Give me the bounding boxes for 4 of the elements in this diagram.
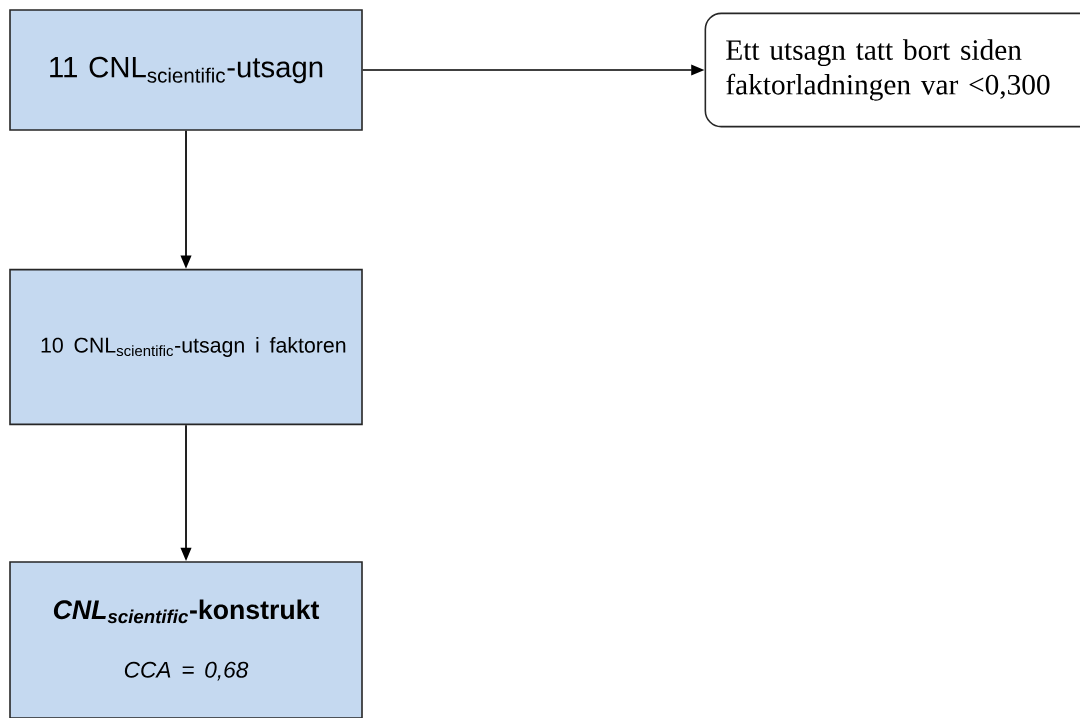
process-box: $\text{11 CNL}_{\text{scientific}}\text{-utsagn}$ bbox=[9, 9, 363, 131]
process-box: $\textit{CNL}_{\textit{scientific}}\text{-konstrukt}$ CCA = 0,68 bbox=[9, 561, 363, 718]
note-box: Ett utsagn tatt bort siden faktorladningen var <0,300 bbox=[704, 12, 1080, 128]
process-box: $\text{10 CNL}_{\text{scientific}}\text{-utsagn i faktoren}$ bbox=[9, 268, 363, 426]
